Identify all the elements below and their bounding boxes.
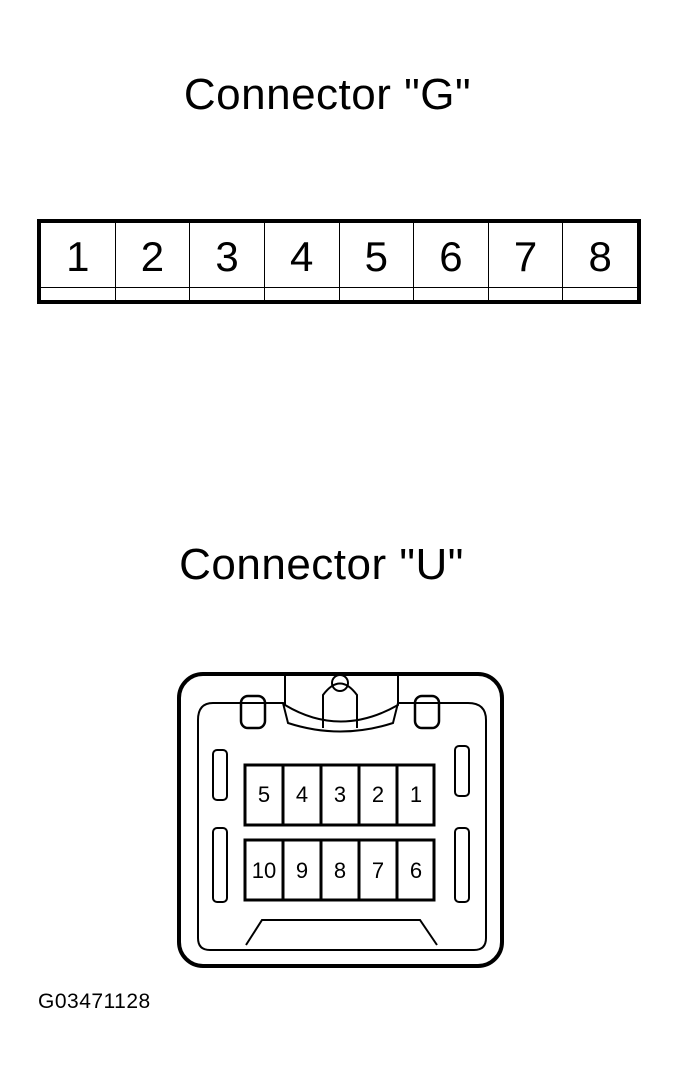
connector-g-pin-label: 7 <box>513 233 538 280</box>
connector-u-pin-label: 2 <box>371 782 385 807</box>
connector-g-pin-cell: 3 <box>190 223 265 300</box>
connector-u-title: Connector "U" <box>179 540 464 589</box>
connector-u-slot <box>212 827 228 903</box>
connector-u-slot <box>454 827 470 903</box>
connector-g-pin-cell: 8 <box>563 223 637 300</box>
connector-u-pin-label: 9 <box>295 858 309 883</box>
connector-u-bottom-row <box>243 838 436 902</box>
connector-g-pin-cell: 4 <box>264 223 340 300</box>
connector-g-pin-label: 4 <box>290 233 314 280</box>
connector-g-pin-label: 2 <box>140 233 165 280</box>
connector-u-bottom-key <box>245 919 438 946</box>
connector-u-pin-label: 4 <box>295 782 309 807</box>
connector-u-slot <box>239 694 267 730</box>
connector-u-housing <box>177 672 504 968</box>
connector-g-pin-cell: 2 <box>115 223 191 300</box>
connector-g-pin-label: 3 <box>215 233 239 280</box>
connector-u-pin-label: 10 <box>251 858 277 883</box>
connector-g-pin-cell: 5 <box>339 223 415 300</box>
connector-u-top-row <box>243 763 436 827</box>
connector-g-pin-label: 8 <box>588 233 612 280</box>
connector-u-pin-label: 3 <box>333 782 347 807</box>
connector-u-slot <box>454 745 470 797</box>
connector-g-pin-cell: 1 <box>41 223 116 300</box>
connector-g-pin-label: 5 <box>364 233 388 280</box>
connector-g-title: Connector "G" <box>183 70 472 119</box>
connector-u-pin-label: 5 <box>257 782 271 807</box>
connector-u-slot <box>413 694 441 730</box>
connector-g-pin-label: 6 <box>439 233 463 280</box>
connector-g-pin-cell: 7 <box>488 223 564 300</box>
connector-u-latch <box>284 676 399 723</box>
connector-u-inner-outline <box>197 702 487 951</box>
connector-u-pin-label: 8 <box>333 858 347 883</box>
connector-g-pin-cell: 6 <box>414 223 489 300</box>
connector-u-latch-knob <box>331 674 349 692</box>
connector-u-pin-label: 6 <box>409 858 423 883</box>
connector-g-strip: 1 2 3 4 5 6 7 8 <box>37 219 641 304</box>
connector-g-pin-label: 1 <box>66 233 90 280</box>
connector-u-latch-tab <box>322 682 358 728</box>
connector-u-slot <box>212 749 228 801</box>
connector-u-pin-label: 1 <box>409 782 423 807</box>
connector-u-pin-label: 7 <box>371 858 385 883</box>
figure-code: G03471128 <box>38 990 151 1013</box>
